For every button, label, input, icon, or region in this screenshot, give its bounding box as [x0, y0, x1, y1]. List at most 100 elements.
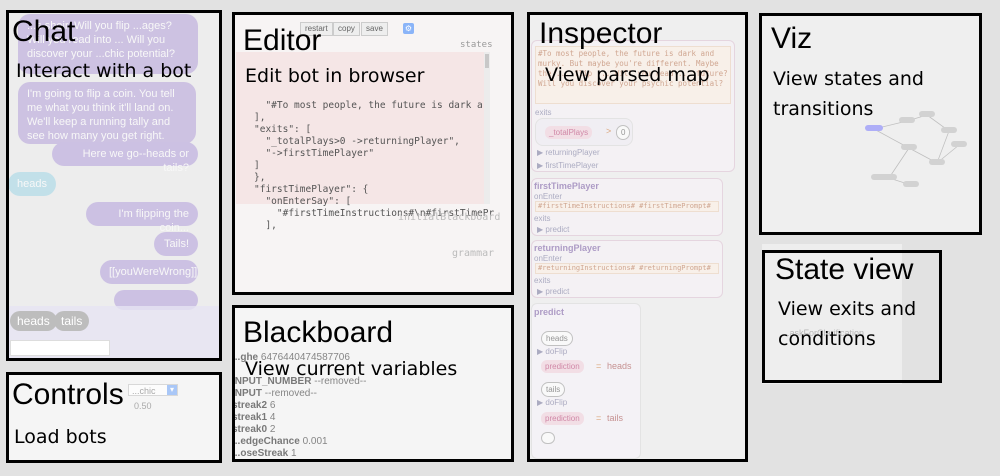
bb-key: INPUT: [232, 388, 262, 399]
blackboard-row: streak1 4: [232, 412, 275, 424]
inspector-title: Inspector: [539, 17, 663, 50]
state-name: predict: [534, 307, 565, 317]
chip-heads[interactable]: heads: [10, 311, 57, 331]
bb-key: streak0: [232, 424, 268, 435]
bb-key: ...oseStreak: [232, 448, 289, 459]
bb-val: 6476440474587706: [260, 352, 350, 363]
triangle-right-icon: ▶: [537, 347, 546, 356]
exit-doFlip[interactable]: ▶ doFlip: [537, 398, 567, 407]
controls-select-value: ...chic: [132, 386, 156, 396]
condition-op: >: [606, 126, 612, 136]
viz-title: Viz: [771, 22, 813, 55]
bb-val: 4: [269, 412, 276, 423]
blackboard-title: Blackboard: [243, 316, 394, 349]
bb-val: --removed--: [264, 388, 318, 399]
chat-bubble-user: heads: [8, 172, 56, 196]
condition-val: 0: [616, 125, 631, 140]
state-name: firstTimePlayer: [534, 181, 599, 191]
code-line: "#To most people, the future is dark a: [254, 100, 483, 111]
bb-val: 6: [269, 400, 276, 411]
viz-graph[interactable]: [759, 13, 982, 235]
code-line: ],: [254, 112, 266, 123]
editor-scroll-thumb[interactable]: [485, 54, 489, 68]
editor-scrollbar[interactable]: [484, 52, 490, 204]
inspector-subtitle: View parsed map: [545, 64, 710, 86]
save-button[interactable]: save: [361, 22, 388, 36]
exit-target-label: doFlip: [545, 347, 568, 356]
exits-label: exits: [534, 214, 551, 223]
chat-title: Chat: [12, 15, 76, 48]
code-line: "firstTimePlayer": {: [254, 184, 369, 195]
bb-key: streak1: [232, 412, 268, 423]
controls-select[interactable]: ...chic ▾: [128, 384, 178, 396]
action-val: heads: [607, 361, 632, 371]
chat-bubble-bot: [[youWereWrong]]: [100, 260, 198, 284]
action-var: prediction: [541, 412, 584, 425]
inspector-exits-label: exits: [535, 108, 552, 117]
state-view-subtitle-line1: View exits and: [778, 298, 917, 320]
exit-target-label: predict: [545, 225, 570, 234]
input-match-any: [541, 432, 555, 444]
viz-subtitle-line2: transitions: [773, 98, 874, 120]
code-line: "#firstTimeInstructions#\n#firstTimePr: [254, 208, 495, 219]
chat-bubble-bot: Here we go--heads or tails?: [52, 142, 198, 174]
code-line: ],: [254, 220, 277, 231]
bb-key: streak2: [232, 400, 268, 411]
state-view-subtitle-line2: conditions: [778, 328, 876, 350]
chip-tails[interactable]: tails: [54, 311, 90, 331]
blackboard-row: streak0 2: [232, 424, 275, 436]
restart-button[interactable]: restart: [300, 22, 333, 36]
chat-input[interactable]: [10, 340, 110, 356]
bb-val: 0.001: [302, 436, 328, 447]
onenter-label: onEnter: [534, 254, 563, 263]
chat-bubble-bot: [114, 290, 198, 310]
blackboard-subtitle: View current variables: [245, 358, 458, 380]
exit-firstTimePlayer[interactable]: ▶ firstTimePlayer: [537, 161, 598, 170]
triangle-right-icon: ▶: [537, 161, 546, 170]
inspector-intro: #To most people, the future is dark and …: [535, 46, 731, 104]
triangle-right-icon: ▶: [537, 148, 546, 157]
copy-button[interactable]: copy: [333, 22, 360, 36]
controls-value: 0.50: [134, 401, 152, 411]
bb-key: ...ghe: [232, 352, 259, 363]
exit-predict[interactable]: ▶ predict: [537, 287, 569, 296]
code-line: },: [254, 172, 266, 183]
editor-tab-states[interactable]: states: [460, 40, 493, 50]
exit-returningPlayer[interactable]: ▶ returningPlayer: [537, 148, 600, 157]
editor-subtitle: Edit bot in browser: [245, 65, 425, 87]
onenter-label: onEnter: [534, 192, 563, 201]
chevron-down-icon: ▾: [167, 385, 177, 395]
action-var: prediction: [541, 360, 584, 373]
triangle-right-icon: ▶: [537, 287, 546, 296]
state-view-text: ...askForClarification: [782, 328, 865, 338]
settings-icon[interactable]: ⚙: [403, 23, 414, 34]
exit-doFlip[interactable]: ▶ doFlip: [537, 347, 567, 356]
editor-section-blackboard[interactable]: initialBlackboard: [398, 212, 501, 223]
triangle-right-icon: ▶: [537, 398, 546, 407]
blackboard-row: ...edgeChance 0.001: [232, 436, 328, 448]
exit-predict[interactable]: ▶ predict: [537, 225, 569, 234]
exit-target-label: returningPlayer: [545, 148, 600, 157]
blackboard-row: ...oseStreak 1: [232, 448, 297, 460]
code-line: "_totalPlays>0 ->returningPlayer",: [254, 136, 460, 147]
onenter-say: #firstTimeInstructions# #firstTimePrompt…: [535, 201, 719, 212]
onenter-say: #returningInstructions# #returningPrompt…: [535, 263, 719, 274]
viz-panel: [759, 13, 982, 235]
editor-section-grammar[interactable]: grammar: [452, 248, 495, 259]
input-match-heads: heads: [541, 331, 573, 346]
bb-key: ...edgeChance: [232, 436, 300, 447]
exit-target-label: doFlip: [545, 398, 568, 407]
editor-code-area[interactable]: [236, 52, 484, 204]
blackboard-row: ...ghe 6476440474587706: [232, 352, 350, 364]
viz-subtitle-line1: View states and: [773, 68, 924, 90]
bb-val: --removed--: [314, 376, 367, 387]
blackboard-row: INPUT_NUMBER --removed--: [232, 376, 366, 388]
chat-bubble-bot: I'm flipping the coin...: [86, 202, 198, 234]
chat-bubble-bot: Tails!: [154, 232, 198, 256]
controls-title: Controls: [12, 378, 124, 411]
state-view-title: State view: [775, 253, 914, 286]
action-eq: =: [596, 413, 602, 423]
triangle-right-icon: ▶: [537, 225, 546, 234]
exit-target-label: predict: [545, 287, 570, 296]
code-line: "exits": [: [254, 124, 312, 135]
